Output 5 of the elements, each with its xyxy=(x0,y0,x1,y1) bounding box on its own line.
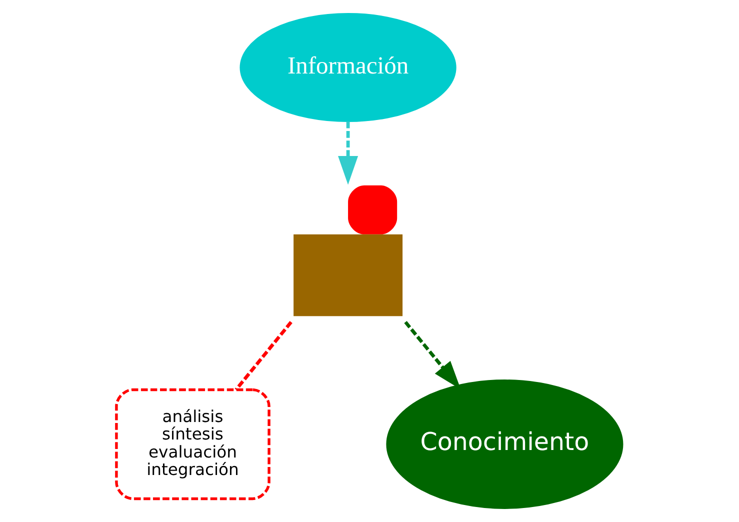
node-ellipse: Información xyxy=(240,13,456,122)
node-ellipse: Conocimiento xyxy=(386,380,624,509)
node-box: análisis síntesis evaluación integración xyxy=(115,388,270,500)
arrow xyxy=(338,122,358,185)
connector xyxy=(234,321,292,391)
